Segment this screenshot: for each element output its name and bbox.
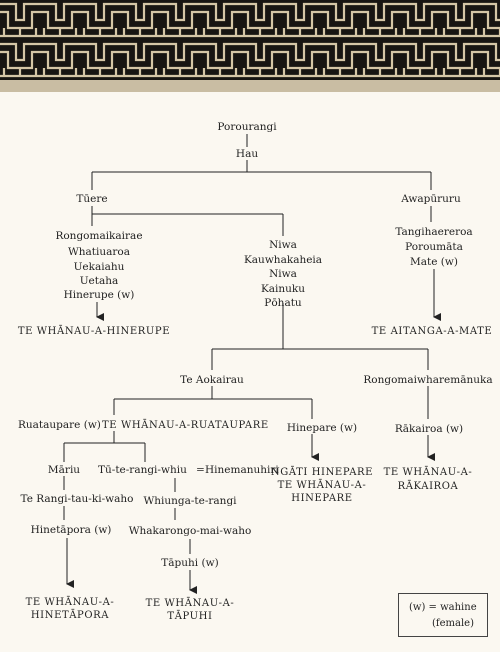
name-kainuku: Kainuku [261, 283, 305, 295]
name-tangihaereroa: Tangihaereroa [395, 226, 472, 238]
group-te-whanau-a-hinerupe: TE WHĀNAU-A-HINERUPE [18, 325, 170, 337]
name-uekaiahu: Uekaiahu [74, 261, 125, 273]
name-uetaha: Uetaha [80, 275, 119, 287]
group-te-whanau-a-hinetapora-line2: HINETĀPORA [31, 609, 109, 621]
name-rongomaikairae: Rongomaikairae [55, 230, 142, 242]
name-te-aokairau: Te Aokairau [180, 374, 244, 386]
group-ngati-hinepare-line3: HINEPARE [291, 493, 352, 504]
group-te-whanau-a-rakairoa: TE WHĀNAU-A- [384, 466, 473, 478]
name-rongomaiwharemanuka: Rongomaiwharemānuka [363, 374, 492, 386]
name-niwa-2: Niwa [269, 268, 297, 280]
group-te-whanau-a-rakairoa-line2: RĀKAIROA [398, 480, 459, 492]
name-mate: Mate (w) [410, 256, 458, 268]
legend-wahine: (w) = wahine [409, 602, 477, 613]
taniko-pattern-header [0, 0, 500, 92]
name-ruataupare: Ruataupare (w) [18, 419, 101, 431]
name-pohatu: Pōhatu [264, 297, 302, 309]
name-whakarongo-mai-waho: Whakarongo-mai-waho [129, 525, 252, 537]
group-te-whanau-a-ruataupare: TE WHĀNAU-A-RUATAUPARE [102, 419, 269, 431]
name-hinetapora: Hinetāpora (w) [31, 524, 112, 536]
group-te-whanau-a-tapuhi: TE WHĀNAU-A- [146, 597, 235, 609]
group-ngati-hinepare: NGĀTI HINEPARE [271, 466, 373, 478]
name-whiunga-te-rangi: Whiunga-te-rangi [143, 495, 237, 507]
name-tapuhi: Tāpuhi (w) [161, 557, 218, 569]
name-whatiuaroa: Whatiuaroa [68, 246, 130, 258]
group-ngati-hinepare-line2: TE WHĀNAU-A- [278, 479, 367, 491]
name-te-rangi-tau-ki-waho: Te Rangi-tau-ki-waho [21, 493, 134, 505]
name-hinepare: Hinepare (w) [287, 422, 357, 434]
name-niwa-1: Niwa [269, 239, 297, 251]
name-porourangi: Porourangi [217, 121, 277, 133]
name-poroumata: Poroumāta [405, 241, 463, 253]
legend-female: (female) [432, 618, 474, 629]
marriage-sign: = [196, 464, 205, 476]
legend: (w) = wahine (female) [398, 593, 488, 637]
group-te-whanau-a-tapuhi-line2: TĀPUHI [167, 610, 212, 622]
group-te-aitanga-a-mate: TE AITANGA-A-MATE [372, 326, 493, 337]
name-mariu: Māriu [48, 464, 80, 476]
name-awapururu: Awapūruru [400, 193, 461, 205]
tree-connectors [63, 134, 441, 594]
name-hinerupe: Hinerupe (w) [64, 289, 135, 301]
name-kauwhakaheia: Kauwhakaheia [244, 254, 322, 266]
name-hau: Hau [236, 148, 258, 160]
name-hinemanuhiri: Hinemanuhiri [205, 464, 279, 476]
group-te-whanau-a-hinetapora: TE WHĀNAU-A- [26, 596, 115, 608]
name-tuere: Tūere [76, 193, 107, 205]
name-tu-te-rangi-whiu: Tū-te-rangi-whiu [98, 464, 187, 476]
name-rakairoa: Rākairoa (w) [395, 423, 463, 435]
